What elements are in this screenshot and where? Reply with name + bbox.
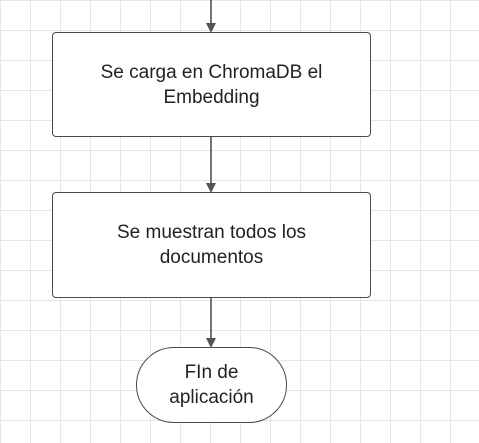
process-box-show-documents[interactable]: Se muestran todos los documentos (52, 192, 371, 298)
process-box-load-embedding[interactable]: Se carga en ChromaDB el Embedding (52, 32, 371, 137)
terminator-end[interactable]: FIn de aplicación (136, 347, 287, 423)
